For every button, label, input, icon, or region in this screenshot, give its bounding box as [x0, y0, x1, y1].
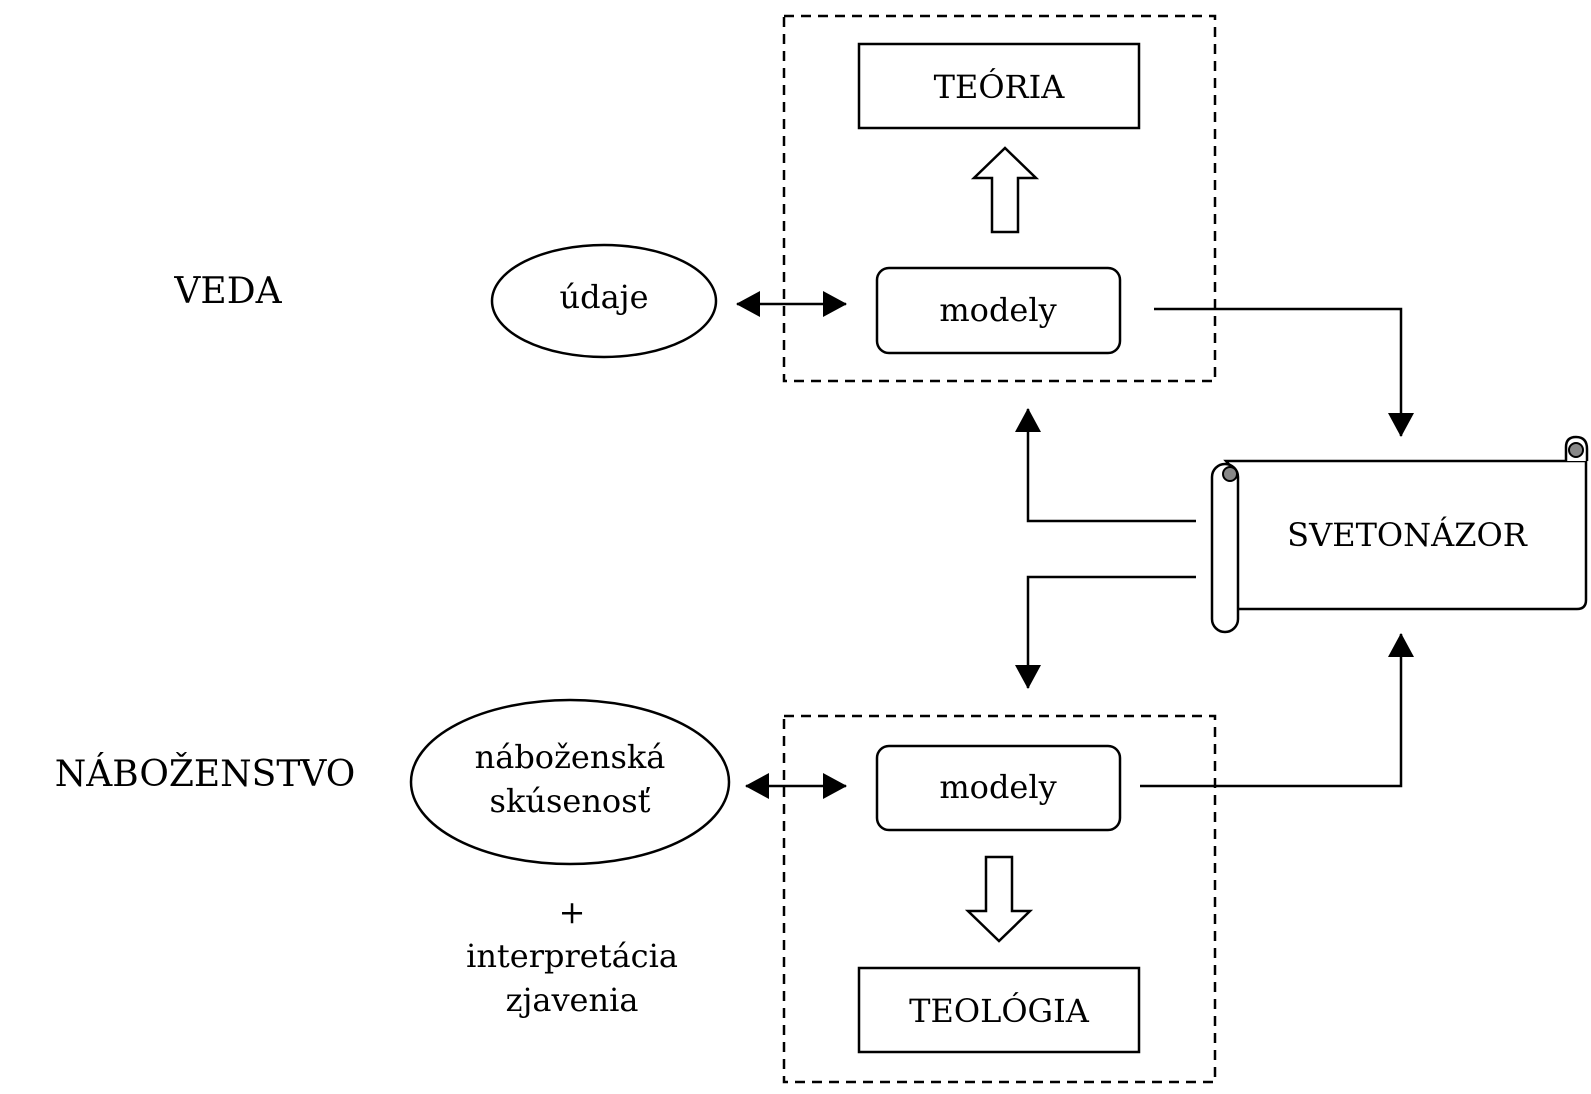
theology-label: TEOLÓGIA — [909, 992, 1090, 1030]
plus-sign: + — [559, 893, 586, 931]
experience-line2: skúsenosť — [490, 782, 651, 820]
religion-models-label: modely — [939, 768, 1056, 806]
worldview-to-science-connector — [1015, 408, 1196, 523]
science-models-to-worldview-connector — [1154, 307, 1414, 437]
experience-line1: náboženská — [475, 738, 666, 776]
science-dashed-frame — [782, 14, 1217, 383]
science-models-box: modely — [875, 266, 1122, 355]
science-models-label: modely — [939, 291, 1056, 329]
theory-label: TEÓRIA — [934, 68, 1066, 106]
hollow-arrow-down-icon — [964, 855, 1034, 943]
worldview-scroll: SVETONÁZOR — [1210, 435, 1589, 634]
worldview-label: SVETONÁZOR — [1287, 516, 1528, 554]
experience-ellipse: náboženská skúsenosť — [409, 698, 731, 866]
interpretation-line1: interpretácia — [466, 937, 678, 975]
interpretation-line2: zjavenia — [506, 981, 639, 1019]
row-label-science: VEDA — [173, 271, 282, 312]
hollow-arrow-up-icon — [970, 146, 1040, 234]
religion-models-box: modely — [875, 744, 1122, 832]
row-label-religion: NÁBOŽENSTVO — [55, 753, 355, 795]
religion-models-to-worldview-connector — [1140, 633, 1414, 788]
data-ellipse: údaje — [490, 243, 718, 359]
religion-dashed-frame — [782, 714, 1217, 1084]
theory-box: TEÓRIA — [857, 42, 1141, 130]
theology-box: TEOLÓGIA — [857, 966, 1141, 1054]
worldview-to-religion-connector — [1015, 575, 1196, 689]
data-ellipse-label: údaje — [559, 278, 648, 316]
